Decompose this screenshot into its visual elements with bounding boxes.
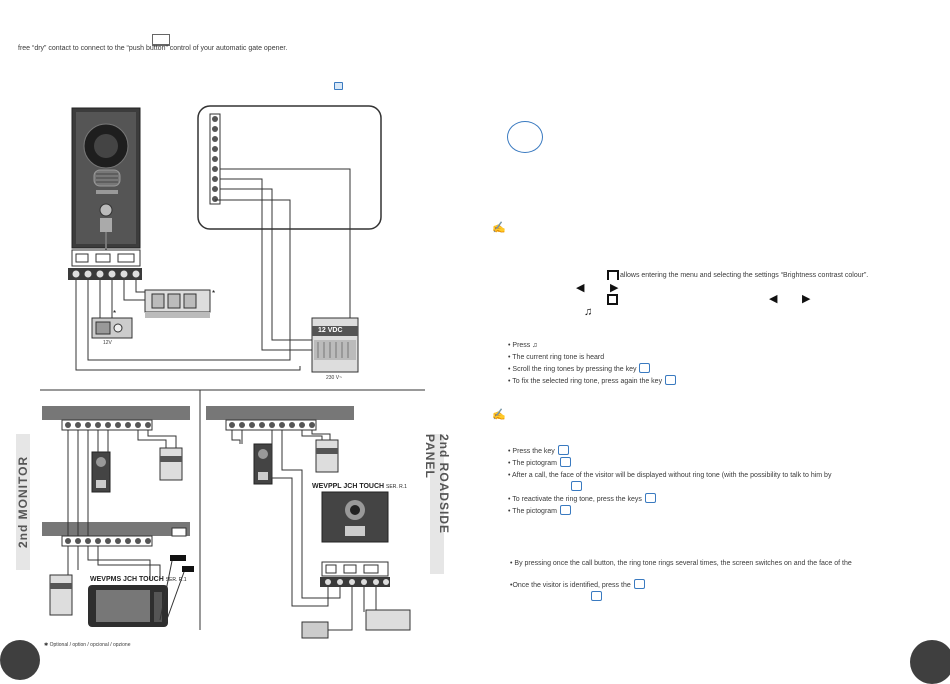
- square-key-icon: [607, 294, 618, 305]
- call-step-2b: [510, 591, 852, 604]
- wiring-diagram: * *: [40, 105, 425, 639]
- call-steps: • By pressing once the call button, the …: [510, 558, 852, 604]
- mute-step-5: • The pictogram: [508, 505, 831, 518]
- ringtone-step-4: • To fix the selected ring tone, press a…: [508, 375, 677, 388]
- gate-icon: [152, 34, 170, 46]
- mute-step-4: • To reactivate the ring tone, press the…: [508, 493, 831, 506]
- footnote: ✱ Optional / option / opcional / opzione: [44, 642, 131, 648]
- lock-label: 12V: [103, 340, 112, 346]
- mute-key-icon-2: [644, 493, 656, 504]
- mute-pictogram-icon-2: [559, 505, 571, 516]
- up-key-icon: [639, 363, 651, 374]
- ringtone-step-3: • Scroll the ring tones by pressing the …: [508, 363, 677, 376]
- monitor-model: WEVPMS JCH TOUCH SER. R.1: [90, 576, 187, 583]
- note-icon-1: ✍: [492, 222, 506, 234]
- roadside-panel-top: [71, 107, 141, 249]
- page-corner-circle-right: [910, 640, 950, 684]
- blue-circle-icon: [507, 121, 543, 153]
- talk-key-icon-2: [633, 579, 645, 590]
- menu-line: allows entering the menu and selecting t…: [620, 272, 869, 279]
- right-arrow-icon: ▶: [610, 282, 619, 294]
- mains-label: 230 V~: [326, 375, 342, 381]
- gate-motor: [144, 289, 211, 318]
- svg-text:*: *: [113, 309, 116, 318]
- intro-text: free “dry” contact to connect to the “pu…: [18, 45, 288, 52]
- call-step-2: •Once the visitor is identified, press t…: [510, 579, 852, 592]
- talk-key-icon-3: [591, 591, 602, 602]
- power-supply: [311, 317, 359, 373]
- music-key-icon: ♫: [532, 342, 538, 349]
- menu-key-icon: [607, 270, 619, 280]
- ringtone-step-2: • The current ring tone is heard: [508, 354, 605, 361]
- mute-step-2: • The pictogram: [508, 457, 831, 470]
- second-roadside-label: 2nd ROADSIDE PANEL: [423, 434, 451, 574]
- music-key-icon: ♫: [584, 306, 593, 318]
- panel-model: WEVPPL JCH TOUCH SER. R.1: [312, 483, 407, 490]
- right-arrow-icon-2: ▶: [802, 293, 811, 305]
- left-arrow-icon-2: ◀: [769, 293, 778, 305]
- music-key-icon-small: [665, 375, 677, 386]
- page-corner-circle-left: [0, 640, 40, 680]
- mute-steps: • Press the key • The pictogram • After …: [508, 445, 832, 518]
- electric-lock: [91, 317, 133, 339]
- ringtone-steps: • Press ♫ • The current ring tone is hea…: [508, 340, 677, 388]
- mute-step-3b: [508, 481, 831, 494]
- call-step-1: • By pressing once the call button, the …: [510, 560, 852, 567]
- monitor-key-icon: [334, 82, 343, 90]
- mute-step-3: • After a call, the face of the visitor …: [508, 472, 832, 479]
- note-icon-2: ✍: [492, 409, 506, 421]
- mute-pictogram-icon: [559, 457, 571, 468]
- second-monitor-label: 2nd MONITOR: [16, 434, 30, 570]
- svg-text:*: *: [212, 289, 215, 298]
- psu-label: 12 VDC: [318, 327, 343, 334]
- asterisk-icon: ✱: [44, 642, 49, 648]
- talk-key-icon: [571, 481, 582, 492]
- mute-step-1: • Press the key: [508, 445, 831, 458]
- left-arrow-icon: ◀: [576, 282, 585, 294]
- ringtone-step-1: • Press ♫: [508, 342, 538, 349]
- mute-key-icon: [557, 445, 569, 456]
